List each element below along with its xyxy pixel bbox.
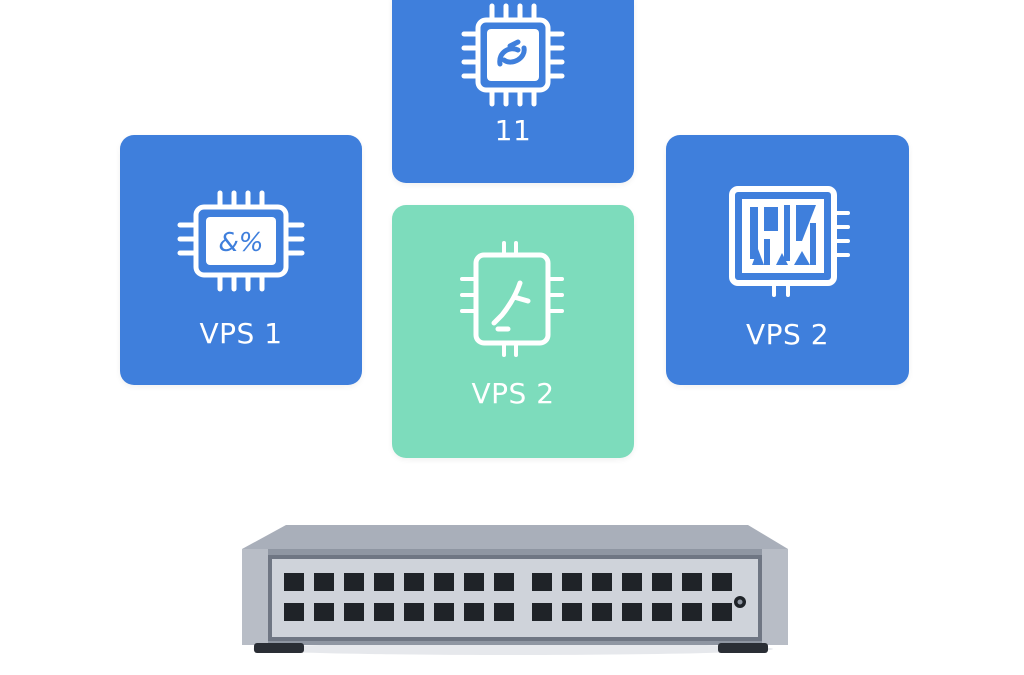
server-vents — [284, 573, 732, 621]
server-shadow — [253, 643, 773, 655]
server-top — [242, 525, 788, 549]
vent-slot — [374, 603, 394, 621]
vent-slot — [532, 603, 552, 621]
vent-slot — [592, 573, 612, 591]
vent-slot — [562, 573, 582, 591]
vent-slot — [652, 573, 672, 591]
vent-slot — [682, 603, 702, 621]
vent-slot — [374, 573, 394, 591]
vent-slot — [434, 603, 454, 621]
vent-slot — [494, 573, 514, 591]
circuit-board-icon — [729, 186, 850, 297]
vent-slot — [532, 573, 552, 591]
vent-slot — [464, 603, 484, 621]
cpu-chip-icon — [460, 241, 564, 357]
vent-slot — [344, 573, 364, 591]
vps-card-center: VPS 2 — [392, 205, 634, 458]
vent-slot — [712, 573, 732, 591]
card-label: VPS 2 — [745, 318, 830, 351]
vent-slot — [344, 603, 364, 621]
vent-slot — [434, 573, 454, 591]
vent-slot — [314, 573, 334, 591]
vent-slot — [622, 603, 642, 621]
vent-slot — [404, 603, 424, 621]
cpu-chip-icon — [461, 3, 565, 107]
card-label: 11 — [494, 114, 532, 147]
vent-slot — [494, 603, 514, 621]
vent-slot — [404, 573, 424, 591]
card-label: VPS 1 — [199, 317, 283, 350]
svg-text:&%: &% — [219, 228, 264, 258]
vent-slot — [622, 573, 642, 591]
vent-slot — [592, 603, 612, 621]
cpu-chip-icon: &% — [177, 190, 305, 292]
vent-slot — [682, 573, 702, 591]
vps-card-left: &% VPS 1 — [120, 135, 362, 385]
rack-server-icon — [242, 525, 788, 655]
vent-slot — [314, 603, 334, 621]
vent-slot — [464, 573, 484, 591]
vps-card-top: 11 — [392, 0, 634, 183]
vent-slot — [284, 603, 304, 621]
vps-card-right: VPS 2 — [666, 135, 909, 385]
vent-slot — [712, 603, 732, 621]
vent-slot — [284, 573, 304, 591]
vent-slot — [562, 603, 582, 621]
vent-slot — [652, 603, 672, 621]
card-label: VPS 2 — [471, 377, 555, 410]
